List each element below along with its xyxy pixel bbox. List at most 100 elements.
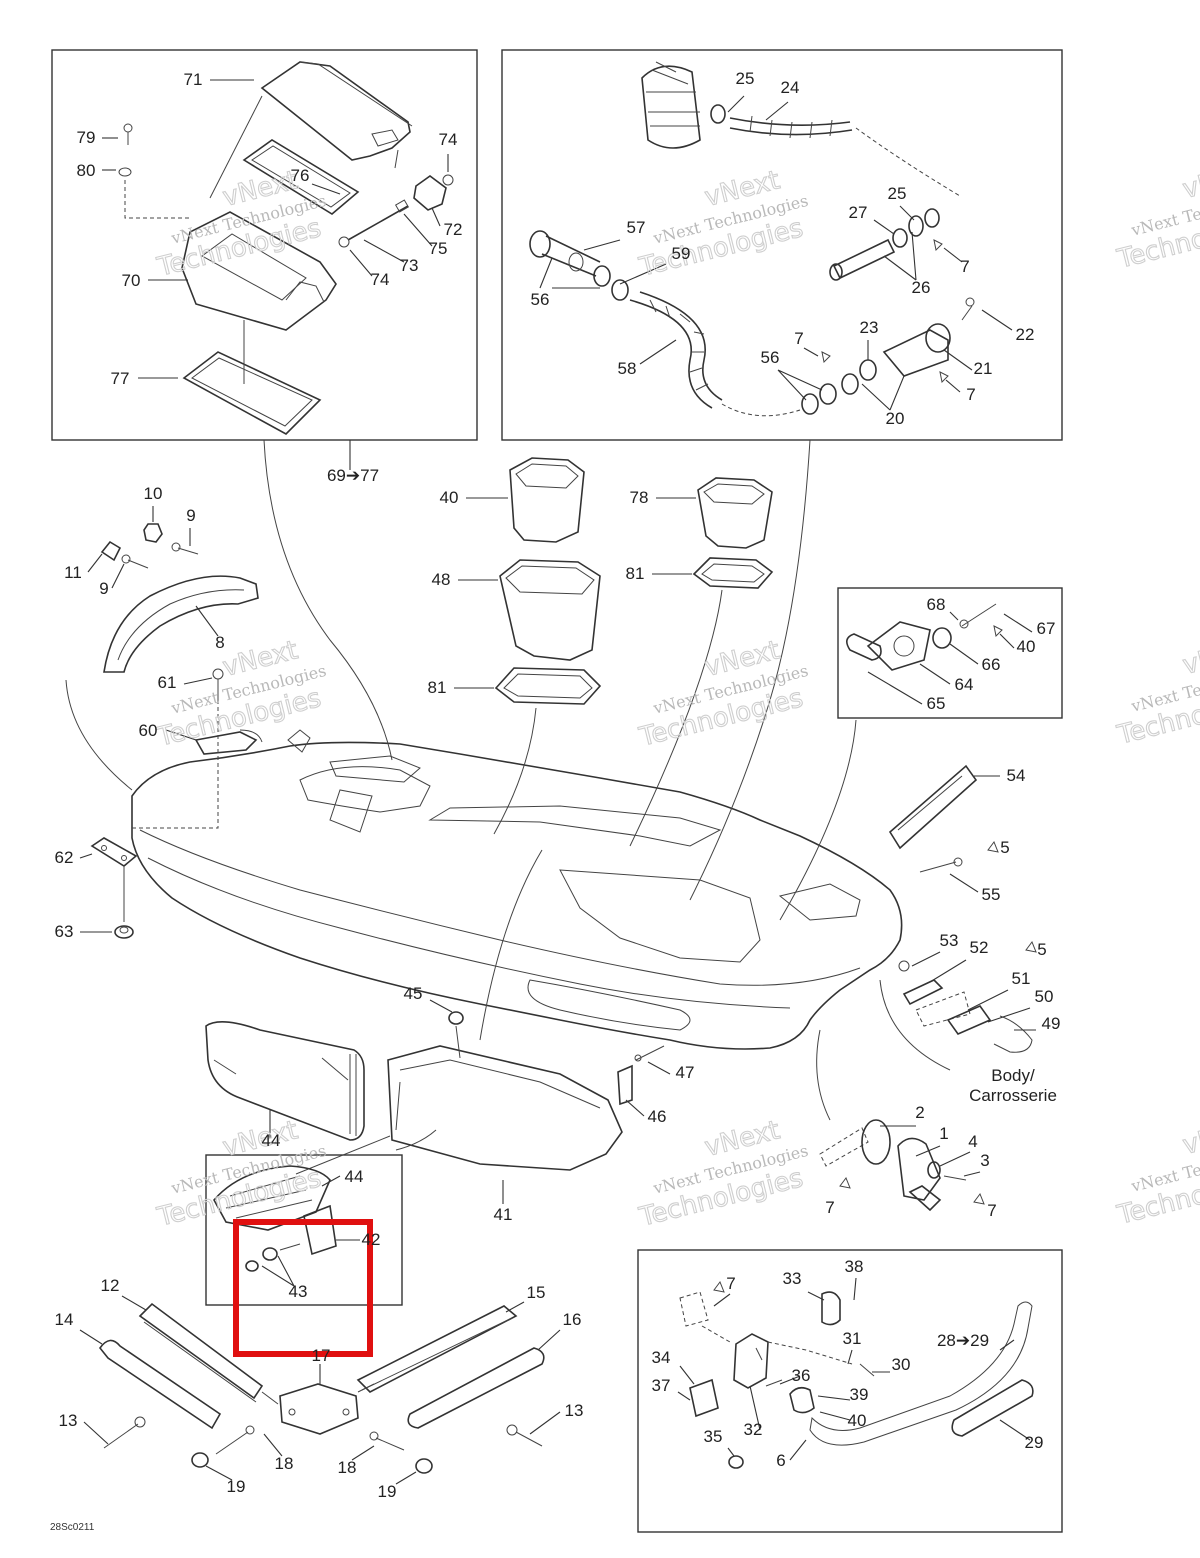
part-label-60: 60 xyxy=(139,721,158,740)
part-label-25b: 25 xyxy=(888,184,907,203)
part-label-18b: 18 xyxy=(338,1458,357,1477)
part-label-22: 22 xyxy=(1016,325,1035,344)
part-label-81b: 81 xyxy=(626,564,645,583)
part-label-15: 15 xyxy=(527,1283,546,1302)
part-label-14: 14 xyxy=(55,1310,74,1329)
part-label-42: 42 xyxy=(362,1230,381,1249)
fastener-45 xyxy=(448,1011,464,1025)
part-label-7f: 7 xyxy=(726,1274,735,1293)
panel-bilge-pump xyxy=(501,49,1063,441)
leaders-drain xyxy=(867,611,1033,705)
part-label-32: 32 xyxy=(744,1420,763,1439)
watermark-group: vNext vNext Technologies Technologies vN… xyxy=(153,157,1200,1234)
leaders-54-55 xyxy=(949,775,1000,893)
nut-63 xyxy=(114,925,134,939)
footer-code: 28Sc0211 xyxy=(50,1522,95,1533)
plate-62 xyxy=(90,837,138,867)
part-label-36: 36 xyxy=(792,1366,811,1385)
part-label-39: 39 xyxy=(850,1385,869,1404)
part-label-37: 37 xyxy=(652,1376,671,1395)
leaders-handle xyxy=(87,506,219,637)
latch-72 xyxy=(413,175,447,211)
part-label-17: 17 xyxy=(312,1346,331,1365)
part-label-43: 43 xyxy=(289,1282,308,1301)
part-label-33: 33 xyxy=(783,1269,802,1288)
leaders-hook xyxy=(677,1277,1031,1461)
cup-78 xyxy=(697,477,773,549)
part-label-24: 24 xyxy=(781,78,800,97)
part-label-25a: 25 xyxy=(736,69,755,88)
reflector-54 xyxy=(888,764,978,850)
part-label-31: 31 xyxy=(843,1329,862,1348)
part-label-44b: 44 xyxy=(345,1167,364,1186)
part-label-40c: 40 xyxy=(848,1411,867,1430)
part-label-13b: 13 xyxy=(565,1401,584,1420)
part-label-51: 51 xyxy=(1012,969,1031,988)
panel-seat-clip xyxy=(205,1154,403,1306)
part-label-16: 16 xyxy=(563,1310,582,1329)
rail-15 xyxy=(356,1305,518,1393)
part-label-7c: 7 xyxy=(966,385,975,404)
part-label-3: 3 xyxy=(980,1151,989,1170)
part-label-23: 23 xyxy=(860,318,879,337)
leaders-storage xyxy=(102,79,449,470)
gasket-77 xyxy=(182,351,322,435)
rod-73 xyxy=(338,199,410,248)
rivets-13 xyxy=(103,1416,543,1449)
cup-48 xyxy=(499,559,601,661)
part-label-body: Body/ xyxy=(991,1066,1035,1085)
part-label-48: 48 xyxy=(432,570,451,589)
bracket-46-47 xyxy=(617,1045,665,1106)
panel-hook xyxy=(637,1249,1063,1533)
part-label-61: 61 xyxy=(158,673,177,692)
part-label-81a: 81 xyxy=(428,678,447,697)
part-label-7b: 7 xyxy=(794,329,803,348)
part-label-6: 6 xyxy=(776,1451,785,1470)
svg-text:vNext: vNext xyxy=(1180,633,1200,680)
part-label-19a: 19 xyxy=(227,1477,246,1496)
part-label-59: 59 xyxy=(672,244,691,263)
part-label-35: 35 xyxy=(704,1427,723,1446)
storage-bin-70 xyxy=(181,211,337,331)
part-label-carr: Carrosserie xyxy=(969,1086,1057,1105)
bracket-60 xyxy=(194,729,263,755)
screw-55 xyxy=(919,857,963,873)
part-label-5b: 5 xyxy=(1037,940,1046,959)
storage-lid-71 xyxy=(260,61,413,161)
part-label-69-77: 69➔77 xyxy=(327,466,379,485)
part-label-19b: 19 xyxy=(378,1482,397,1501)
part-label-27: 27 xyxy=(849,203,868,222)
part-label-64: 64 xyxy=(955,675,974,694)
part-label-49: 49 xyxy=(1042,1014,1061,1033)
rail-14 xyxy=(98,1339,222,1430)
part-label-71: 71 xyxy=(184,70,203,89)
part-label-7d: 7 xyxy=(825,1198,834,1217)
rail-16 xyxy=(407,1347,545,1429)
fitting-56-57 xyxy=(529,230,629,301)
leaders-cups xyxy=(454,497,696,689)
part-label-34: 34 xyxy=(652,1348,671,1367)
part-label-73: 73 xyxy=(400,256,419,275)
leaders-inset xyxy=(261,1175,360,1287)
part-label-58: 58 xyxy=(618,359,637,378)
part-label-44a: 44 xyxy=(262,1131,281,1150)
part-label-40b: 40 xyxy=(1017,637,1036,656)
screw-22 xyxy=(961,297,975,321)
washer-80 xyxy=(118,167,132,177)
part-label-74b: 74 xyxy=(371,270,390,289)
part-label-12: 12 xyxy=(101,1276,120,1295)
part-label-8: 8 xyxy=(215,633,224,652)
part-label-20: 20 xyxy=(886,409,905,428)
part-label-21: 21 xyxy=(974,359,993,378)
cap-11 xyxy=(100,540,122,562)
rivets-18 xyxy=(215,1425,405,1455)
part-label-56b: 56 xyxy=(761,348,780,367)
part-label-11: 11 xyxy=(64,563,82,582)
svg-text:vNext: vNext xyxy=(1180,157,1200,204)
part-label-52: 52 xyxy=(970,938,989,957)
bilge-pump xyxy=(641,61,701,149)
leaders-hull-left xyxy=(65,677,219,933)
screw-61 xyxy=(212,668,224,700)
